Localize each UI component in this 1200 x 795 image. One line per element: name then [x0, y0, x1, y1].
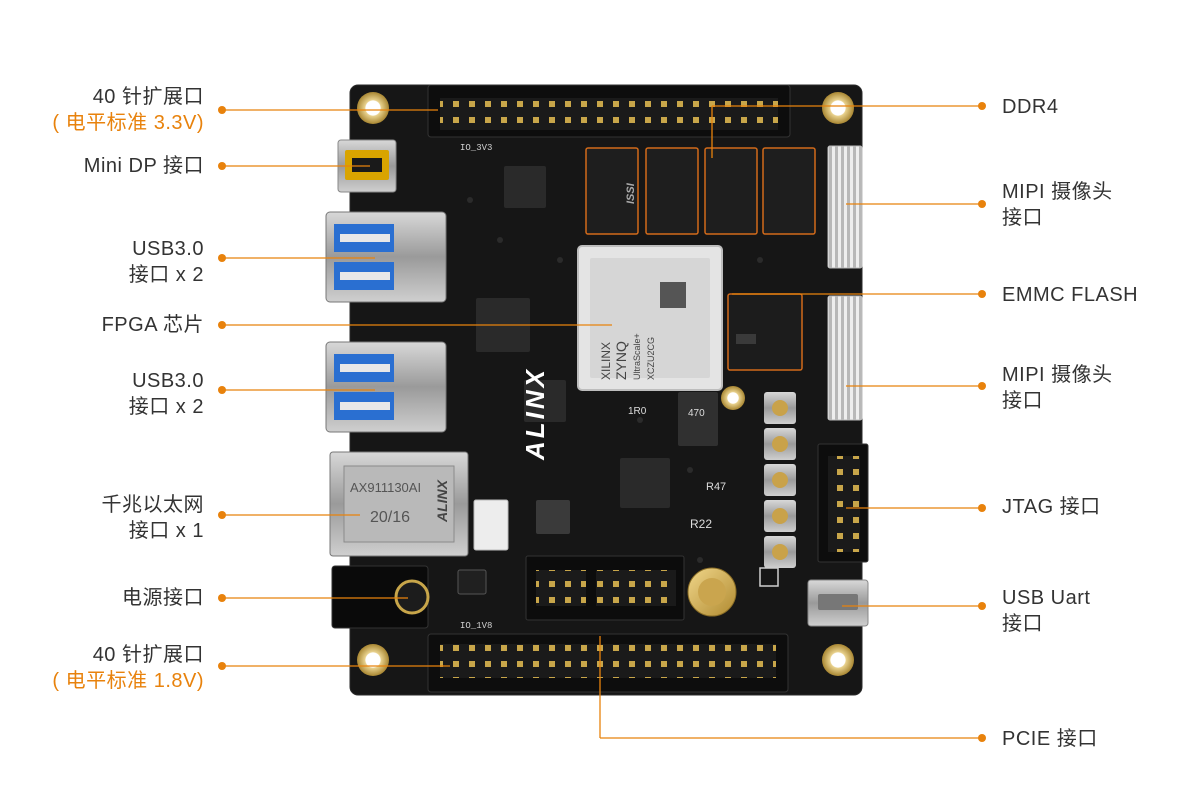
bottom-40-pin-header: IO_1V8 — [427, 621, 789, 693]
fpga-line-1: XILINX — [599, 342, 613, 380]
label-line1: 40 针扩展口 — [92, 644, 204, 666]
coin-battery — [687, 567, 737, 617]
leader-dots — [218, 102, 986, 742]
label-mini-dp: Mini DP 接口 — [84, 153, 204, 179]
component-label-r47: R47 — [706, 481, 726, 493]
io-bottom-label: IO_1V8 — [460, 621, 492, 631]
power-jack — [331, 565, 430, 629]
label-line1: MIPI 摄像头 — [1002, 364, 1113, 386]
fpga-line-3: UltraScale+ — [632, 333, 642, 380]
label-power-jack: 电源接口 — [122, 585, 204, 611]
label-line1: USB Uart — [1002, 587, 1091, 609]
fan-connector — [473, 499, 509, 551]
label-line1: PCIE 接口 — [1002, 728, 1098, 750]
label-line2: 接口 — [1002, 390, 1043, 412]
label-line2: 接口 x 1 — [128, 520, 204, 542]
component-label-1r0: 1R0 — [628, 406, 647, 417]
ddr-chip-text: ISSI — [625, 182, 637, 204]
label-mipi-upper: MIPI 摄像头 接口 — [1002, 179, 1113, 231]
label-line1: 电源接口 — [122, 587, 204, 609]
label-line1: Mini DP 接口 — [83, 155, 204, 177]
io-top-label: IO_3V3 — [460, 143, 492, 153]
label-line2: 接口 x 2 — [128, 396, 204, 418]
label-gigabit-ethernet: 千兆以太网 接口 x 1 — [102, 492, 205, 544]
label-line1: USB3.0 — [132, 370, 204, 392]
emmc-flash-chip — [727, 293, 803, 371]
label-voltage-1v8: ( 电平标准 1.8V) — [52, 670, 204, 692]
mounting-hole-icon — [357, 92, 854, 676]
component-label-r22: R22 — [690, 517, 712, 531]
leader-lines — [222, 105, 982, 739]
label-line1: FPGA 芯片 — [101, 314, 204, 336]
label-line1: 千兆以太网 — [101, 494, 204, 516]
label-bottom-40-pin-header: 40 针扩展口 ( 电平标准 1.8V) — [52, 642, 204, 694]
usb3-port-upper — [325, 211, 447, 303]
top-40-pin-header: IO_3V3 — [427, 84, 791, 153]
label-line2: 接口 — [1002, 207, 1043, 229]
label-line2: 接口 x 2 — [128, 264, 204, 286]
label-pcie: PCIE 接口 — [1002, 726, 1098, 752]
label-line1: DDR4 — [1002, 96, 1059, 118]
alinx-brand-text: ALINX — [520, 367, 550, 461]
label-line1: JTAG 接口 — [1002, 496, 1101, 518]
label-line2: 接口 — [1002, 613, 1043, 635]
ddr4-memory-chips: ISSI — [585, 147, 816, 235]
label-line1: EMMC FLASH — [1002, 284, 1139, 306]
mipi-connector-upper — [827, 145, 863, 269]
fpga-chip: XILINX ZYNQ UltraScale+ XCZU2CG — [577, 245, 723, 391]
fpga-line-4: XCZU2CG — [646, 337, 656, 380]
fpga-line-2: ZYNQ — [613, 341, 629, 380]
jtag-header — [817, 443, 869, 563]
push-buttons — [764, 392, 796, 568]
label-emmc-flash: EMMC FLASH — [1002, 282, 1138, 308]
label-voltage-3v3: ( 电平标准 3.3V) — [52, 112, 204, 134]
label-mipi-lower: MIPI 摄像头 接口 — [1002, 362, 1113, 414]
mipi-connector-lower — [827, 295, 863, 421]
label-line1: USB3.0 — [132, 238, 204, 260]
ethernet-rj45-port: AX911130AI 20/16 ALINX — [329, 451, 469, 557]
label-fpga-chip: FPGA 芯片 — [102, 312, 204, 338]
label-ddr4: DDR4 — [1002, 94, 1058, 120]
misc-ics — [457, 166, 779, 595]
component-label-470: 470 — [688, 408, 705, 419]
label-line1: MIPI 摄像头 — [1002, 181, 1113, 203]
label-usb3-upper: USB3.0 接口 x 2 — [129, 236, 204, 288]
ethernet-brand-text: ALINX — [434, 478, 450, 523]
label-line1: 40 针扩展口 — [92, 86, 204, 108]
usb-uart-port — [807, 579, 869, 627]
ethernet-model-text: AX911130AI — [350, 480, 421, 495]
ethernet-year-text: 20/16 — [370, 509, 410, 526]
usb3-port-lower — [325, 341, 447, 433]
qr-code-icon — [660, 282, 686, 308]
pcie-slot — [525, 555, 685, 621]
label-usb-uart: USB Uart 接口 — [1002, 585, 1090, 637]
label-jtag: JTAG 接口 — [1002, 494, 1101, 520]
label-top-40-pin-header: 40 针扩展口 ( 电平标准 3.3V) — [52, 84, 204, 136]
label-usb3-lower: USB3.0 接口 x 2 — [129, 368, 204, 420]
